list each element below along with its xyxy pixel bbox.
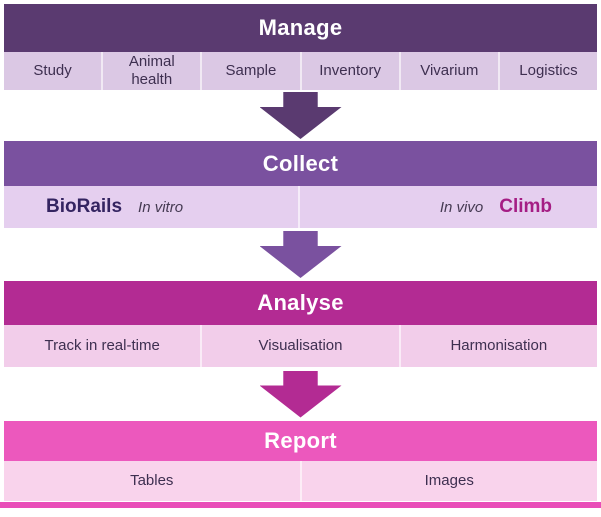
- cell-logistics: Logistics: [500, 52, 597, 90]
- cell-harmonisation-label: Harmonisation: [450, 337, 548, 354]
- cell-sample: Sample: [202, 52, 302, 90]
- workflow-diagram: Manage Study Animal health Sample Invent…: [0, 4, 601, 517]
- cell-vivarium: Vivarium: [401, 52, 500, 90]
- analyse-items-row: Track in real-time Visualisation Harmoni…: [4, 325, 597, 367]
- cell-logistics-label: Logistics: [519, 62, 578, 79]
- section-analyse: Analyse Track in real-time Visualisation…: [4, 281, 597, 367]
- in-vitro-label: In vitro: [138, 198, 184, 216]
- collect-to-analyse-gap: [0, 228, 601, 281]
- climb-label: Climb: [499, 196, 552, 217]
- cell-visualisation-label: Visualisation: [258, 337, 343, 354]
- cell-tables-label: Tables: [130, 472, 174, 489]
- analyse-title: Analyse: [257, 290, 344, 315]
- cell-vivarium-label: Vivarium: [420, 62, 479, 79]
- cell-study-label: Study: [33, 62, 72, 79]
- cell-track-real-time: Track in real-time: [4, 325, 203, 367]
- section-manage: Manage Study Animal health Sample Invent…: [4, 4, 597, 90]
- cropped-next-section-bar: [0, 502, 601, 508]
- analyse-to-report-gap: [0, 367, 601, 421]
- down-arrow-icon: [259, 370, 342, 418]
- section-collect: Collect BioRails In vitro In vivo Climb: [4, 141, 597, 228]
- down-arrow-icon: [259, 92, 342, 139]
- collect-items-row: BioRails In vitro In vivo Climb: [4, 186, 597, 228]
- cell-inventory-label: Inventory: [319, 62, 381, 79]
- report-header: Report: [4, 421, 597, 461]
- report-title: Report: [264, 428, 337, 453]
- cell-track-real-time-label: Track in real-time: [44, 337, 160, 354]
- cell-inventory: Inventory: [302, 52, 401, 90]
- report-items-row: Tables Images: [4, 461, 597, 501]
- manage-to-collect-gap: [0, 90, 601, 141]
- cell-images: Images: [302, 461, 598, 501]
- cell-images-label: Images: [424, 472, 474, 489]
- collect-header: Collect: [4, 141, 597, 186]
- cell-in-vitro: BioRails In vitro: [4, 186, 300, 228]
- cell-harmonisation: Harmonisation: [401, 325, 597, 367]
- in-vivo-label: In vivo: [439, 198, 484, 216]
- cell-tables: Tables: [4, 461, 302, 501]
- cell-animal-health-label: Animal health: [128, 53, 175, 88]
- cell-visualisation: Visualisation: [202, 325, 401, 367]
- cell-sample-label: Sample: [225, 62, 277, 79]
- manage-items-row: Study Animal health Sample Inventory Viv…: [4, 52, 597, 90]
- manage-header: Manage: [4, 4, 597, 52]
- biorails-label: BioRails: [46, 196, 123, 217]
- cell-animal-health: Animal health: [103, 52, 203, 90]
- manage-title: Manage: [258, 15, 343, 40]
- section-report: Report Tables Images: [4, 421, 597, 501]
- cell-study: Study: [4, 52, 104, 90]
- collect-title: Collect: [262, 150, 339, 176]
- analyse-header: Analyse: [4, 281, 597, 325]
- cell-in-vivo: In vivo Climb: [300, 186, 597, 228]
- down-arrow-icon: [259, 231, 342, 278]
